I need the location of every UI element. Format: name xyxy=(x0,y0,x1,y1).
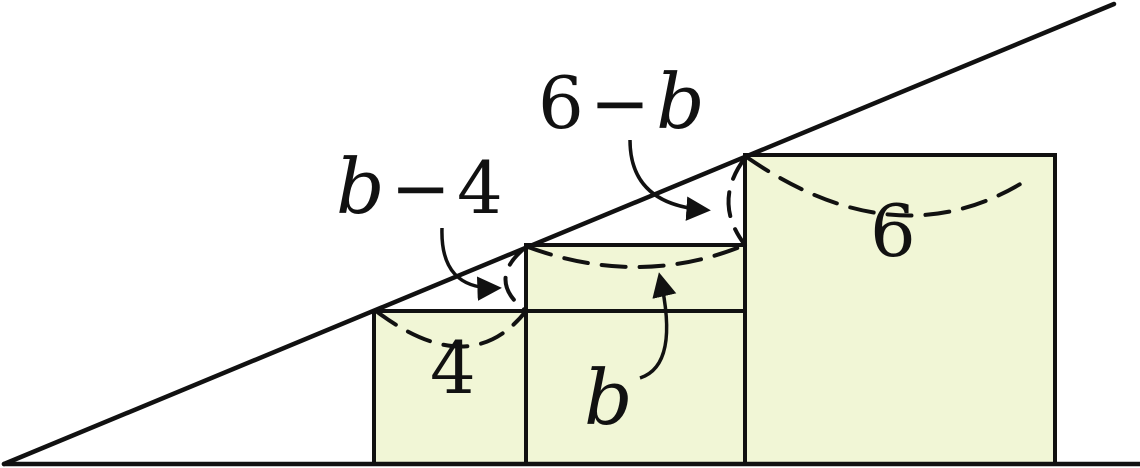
slope-line xyxy=(1,1,1117,467)
right-gap-dashed-arc xyxy=(726,156,747,247)
right-gap-label-op: − xyxy=(590,61,650,145)
middle-square xyxy=(524,243,747,466)
middle-square-arrow xyxy=(639,272,677,380)
left-gap-label-num: 4 xyxy=(457,146,503,230)
left-gap-label: b−4 xyxy=(336,142,503,231)
large-square xyxy=(743,153,1057,466)
middle-square-label: b xyxy=(584,353,633,442)
left-gap-label-op: − xyxy=(391,146,451,230)
large-square-dashed-arc xyxy=(746,156,1032,218)
right-gap-label-num: 6 xyxy=(538,61,584,145)
right-gap-arrow xyxy=(628,139,711,221)
small-square-dashed-arc xyxy=(374,309,528,349)
left-gap-arrow xyxy=(440,227,502,301)
small-square-label: 4 xyxy=(430,326,476,410)
large-square-label: 6 xyxy=(870,189,916,273)
left-gap-label-var: b xyxy=(336,142,385,231)
right-gap-label: 6−b xyxy=(538,57,705,146)
right-gap-label-var: b xyxy=(656,57,705,146)
middle-square-dashed-arc xyxy=(526,243,747,269)
left-gap-dashed-arc xyxy=(503,245,528,313)
